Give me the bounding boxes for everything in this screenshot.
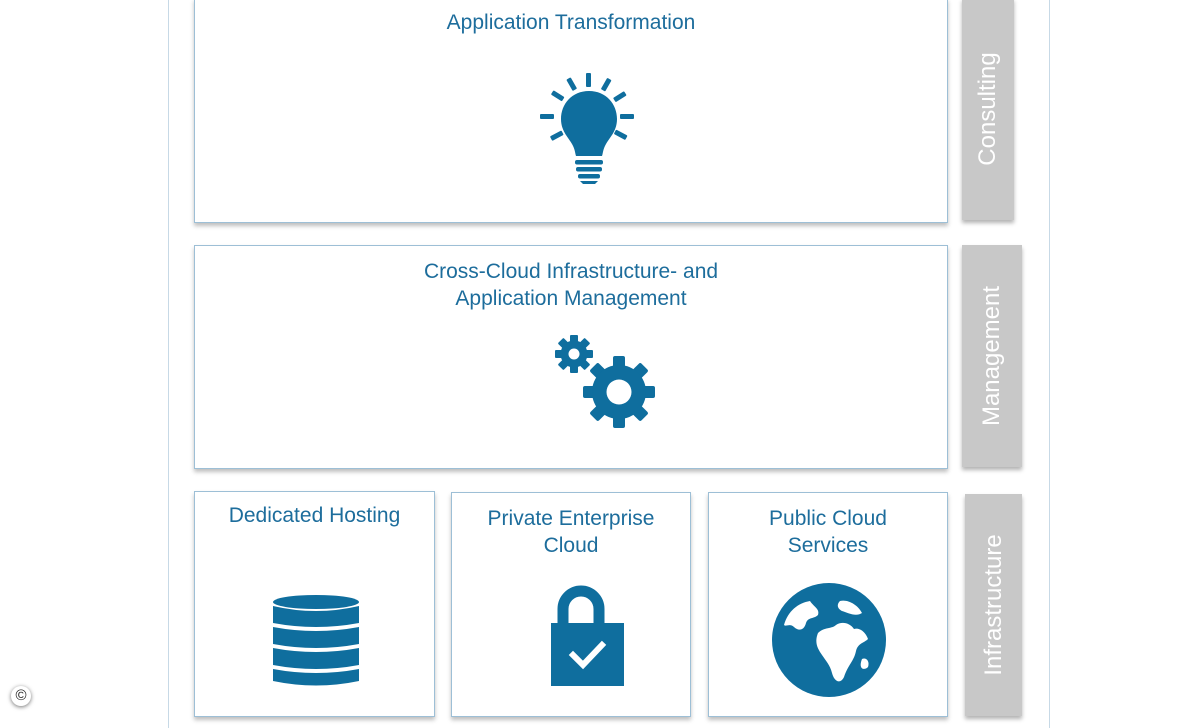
management-side-label: Management: [962, 245, 1022, 467]
dedicated-hosting-box: Dedicated Hosting: [194, 491, 435, 717]
public-cloud-services-title-line2: Services: [787, 534, 869, 557]
management-title-line2: Application Management: [455, 287, 687, 310]
private-enterprise-cloud-title-line1: Private Enterprise: [487, 507, 655, 530]
public-cloud-services-title-line1: Public Cloud: [769, 507, 887, 530]
management-box: Cross-Cloud Infrastructure- and Applicat…: [194, 245, 948, 469]
application-transformation-title: Application Transformation: [446, 11, 696, 34]
copyright-badge: ©: [11, 686, 31, 706]
management-label-text: Management: [978, 285, 1005, 427]
management-title-line1: Cross-Cloud Infrastructure- and: [423, 260, 719, 283]
lock-check-icon: [551, 585, 624, 686]
globe-icon: [772, 583, 886, 697]
private-enterprise-cloud-box: Private Enterprise Cloud: [451, 492, 691, 717]
consulting-side-label: Consulting: [962, 0, 1014, 220]
private-enterprise-cloud-title-line2: Cloud: [543, 534, 599, 557]
diagram-frame: [168, 0, 1050, 728]
private-enterprise-cloud-title: Private Enterprise Cloud: [452, 505, 690, 559]
management-title: Cross-Cloud Infrastructure- and Applicat…: [195, 258, 947, 312]
lightbulb-icon: [540, 73, 634, 184]
public-cloud-services-box: Public Cloud Services: [708, 492, 948, 717]
dedicated-hosting-title: Dedicated Hosting: [195, 502, 434, 529]
public-cloud-services-title: Public Cloud Services: [709, 505, 947, 559]
gears-icon: [555, 335, 655, 428]
application-transformation-box: Application Transformation: [194, 0, 948, 223]
infrastructure-label-text: Infrastructure: [979, 534, 1007, 676]
database-icon: [273, 595, 359, 686]
consulting-label-text: Consulting: [974, 52, 1001, 166]
dedicated-hosting-title-line1: Dedicated Hosting: [228, 504, 401, 527]
infrastructure-side-label: Infrastructure: [965, 494, 1022, 716]
